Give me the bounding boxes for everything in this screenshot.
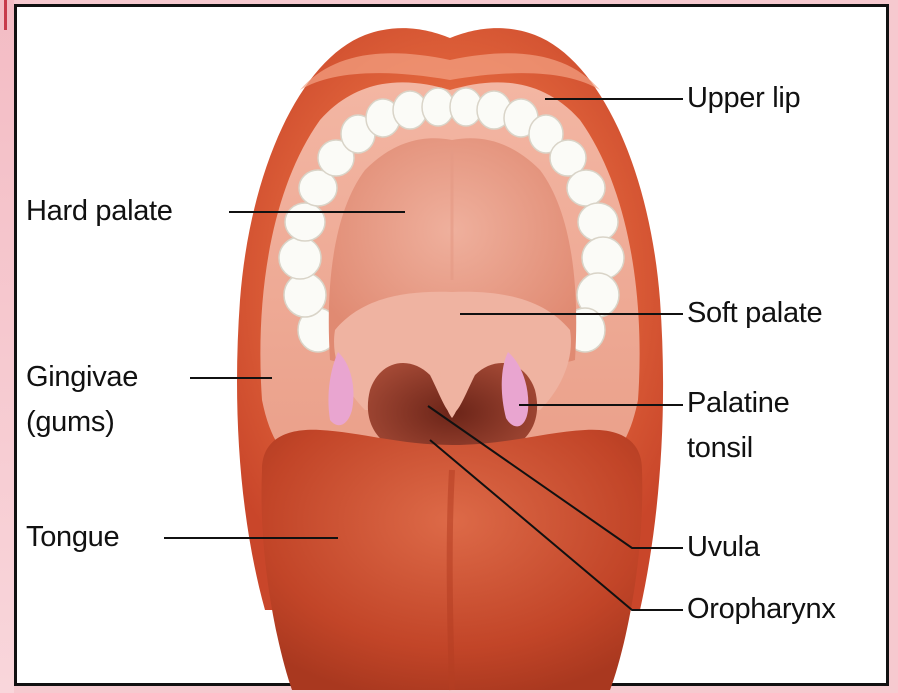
- upper-lip-label: Upper lip: [687, 82, 800, 114]
- uvula-label: Uvula: [687, 531, 760, 563]
- gingivae-label: Gingivae: [26, 361, 138, 393]
- tongue-label: Tongue: [26, 521, 119, 553]
- palatine-label: Palatine: [687, 387, 789, 419]
- hard-palate-label: Hard palate: [26, 195, 173, 227]
- soft-palate-label: Soft palate: [687, 297, 822, 329]
- tonsil-label: tonsil: [687, 432, 753, 464]
- oropharynx-label: Oropharynx: [687, 593, 836, 625]
- gums-label: (gums): [26, 406, 114, 438]
